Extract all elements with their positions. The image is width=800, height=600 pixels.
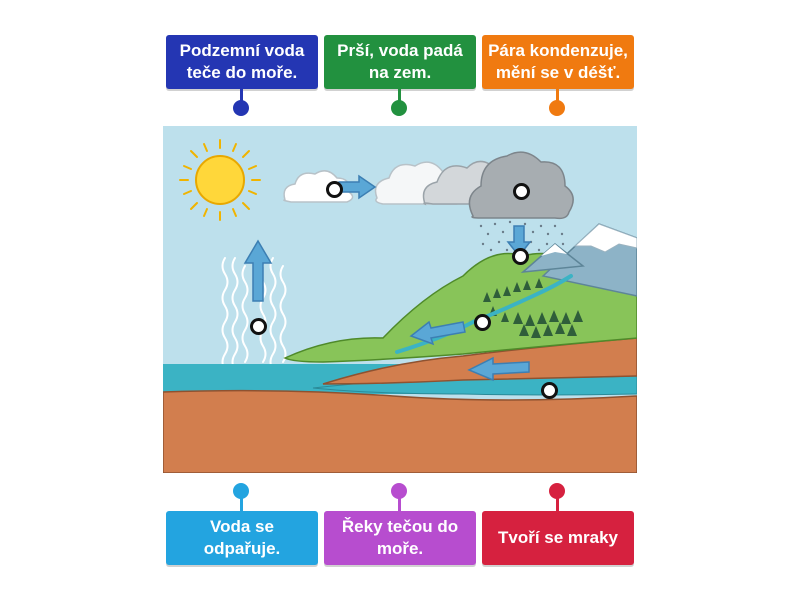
river <box>395 274 573 354</box>
hotspot-groundwater[interactable] <box>541 382 558 399</box>
label-rivers[interactable]: Řeky tečou do moře. <box>324 511 476 565</box>
ground <box>162 389 638 474</box>
pin-stem-rain-falls <box>398 89 401 103</box>
pin-dot-condensation[interactable] <box>549 100 565 116</box>
hotspot-river[interactable] <box>474 314 491 331</box>
pin-dot-clouds-form[interactable] <box>549 483 565 499</box>
pin-stem-clouds-form <box>556 497 559 511</box>
pin-dot-rain-falls[interactable] <box>391 100 407 116</box>
arrow-icon-river <box>409 320 466 346</box>
mountain-icon <box>520 223 638 297</box>
label-groundwater[interactable]: Podzemní voda teče do moře. <box>166 35 318 89</box>
hotspot-rain[interactable] <box>512 248 529 265</box>
water-cycle-diagram <box>162 126 638 474</box>
arrow-icon-groundwater <box>467 356 530 382</box>
tree-icon <box>483 278 583 338</box>
pin-stem-condensation <box>556 89 559 103</box>
hotspot-condensation[interactable] <box>513 183 530 200</box>
sun-icon <box>179 139 261 221</box>
pin-dot-rivers[interactable] <box>391 483 407 499</box>
water-cycle-illustration <box>162 126 638 474</box>
label-rain-falls[interactable]: Prší, voda padá na zem. <box>324 35 476 89</box>
hotspot-evaporation[interactable] <box>250 318 267 335</box>
label-condensation[interactable]: Pára kondenzuje, mění se v déšť. <box>482 35 634 89</box>
arrow-icon-evaporation <box>243 239 273 302</box>
pin-stem-evaporation <box>240 497 243 511</box>
label-clouds-form[interactable]: Tvoří se mraky <box>482 511 634 565</box>
pin-dot-evaporation[interactable] <box>233 483 249 499</box>
label-evaporation[interactable]: Voda se odpařuje. <box>166 511 318 565</box>
hotspot-cloud-forming[interactable] <box>326 181 343 198</box>
pin-stem-rivers <box>398 497 401 511</box>
pin-stem-groundwater <box>240 89 243 103</box>
pin-dot-groundwater[interactable] <box>233 100 249 116</box>
